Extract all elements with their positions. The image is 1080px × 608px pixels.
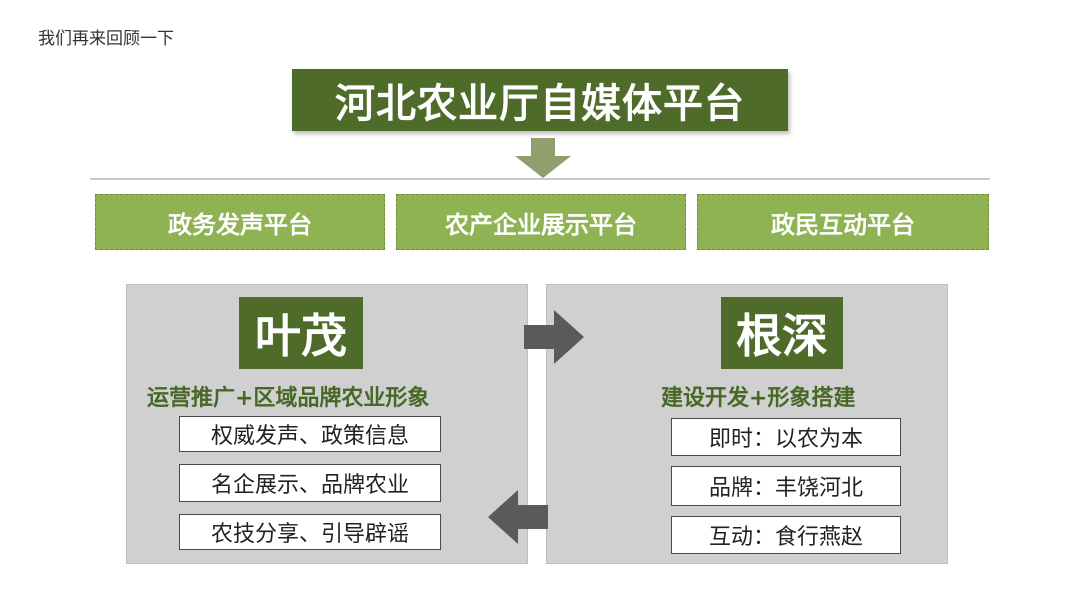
- left-item-3: 农技分享、引导辟谣: [179, 514, 441, 550]
- left-item-2: 名企展示、品牌农业: [179, 464, 441, 502]
- left-arrow-icon: [488, 490, 548, 544]
- platform-box-1: 政务发声平台: [95, 194, 385, 250]
- left-panel-subtitle: 运营推广+区域品牌农业形象: [147, 386, 430, 411]
- left-item-1: 权威发声、政策信息: [179, 416, 441, 452]
- right-panel: 根深 建设开发+形象搭建 即时：以农为本 品牌：丰饶河北 互动：食行燕赵: [546, 284, 948, 564]
- left-panel-title: 叶茂: [239, 297, 363, 369]
- right-panel-title: 根深: [721, 297, 843, 369]
- right-panel-subtitle: 建设开发+形象搭建: [661, 386, 856, 411]
- platform-box-2: 农产企业展示平台: [396, 194, 686, 250]
- right-item-3: 互动：食行燕赵: [671, 516, 901, 554]
- down-arrow-icon: [515, 138, 571, 178]
- right-item-1: 即时：以农为本: [671, 418, 901, 456]
- main-title: 河北农业厅自媒体平台: [292, 69, 788, 131]
- divider-line: [90, 178, 990, 180]
- platform-box-3: 政民互动平台: [697, 194, 989, 250]
- right-arrow-icon: [524, 310, 584, 364]
- right-item-2: 品牌：丰饶河北: [671, 466, 901, 506]
- left-panel: 叶茂 运营推广+区域品牌农业形象 权威发声、政策信息 名企展示、品牌农业 农技分…: [126, 284, 528, 564]
- intro-text: 我们再来回顾一下: [38, 29, 174, 49]
